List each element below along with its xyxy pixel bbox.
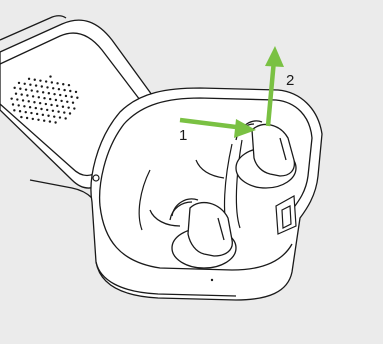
step-label-2: 2 — [286, 73, 294, 88]
step-label-1: 1 — [179, 128, 187, 143]
arrow-2-head-icon — [265, 46, 284, 67]
